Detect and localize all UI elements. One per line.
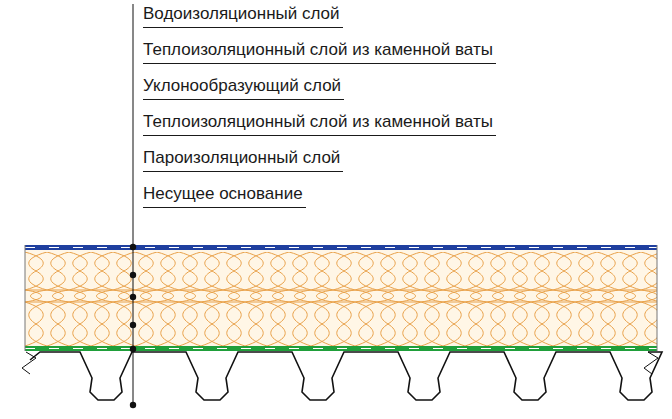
callout-label: Водоизоляционный слой: [143, 4, 343, 28]
layers: [25, 245, 657, 351]
callout-label: Пароизоляционный слой: [143, 148, 343, 172]
break-mark: [22, 352, 36, 374]
vapour-barrier: [25, 346, 657, 351]
break-mark: [644, 352, 658, 374]
profiled-deck: [22, 352, 662, 400]
waterproofing: [25, 245, 657, 250]
callout-label: Теплоизоляционный слой из каменной ваты: [143, 40, 496, 64]
leader-line: [130, 4, 136, 408]
callout-label: Несущее основание: [143, 184, 306, 208]
callout-label: Уклонообразующий слой: [143, 76, 344, 100]
callout-label: Теплоизоляционный слой из каменной ваты: [143, 112, 496, 136]
deck-profile: [30, 352, 662, 400]
